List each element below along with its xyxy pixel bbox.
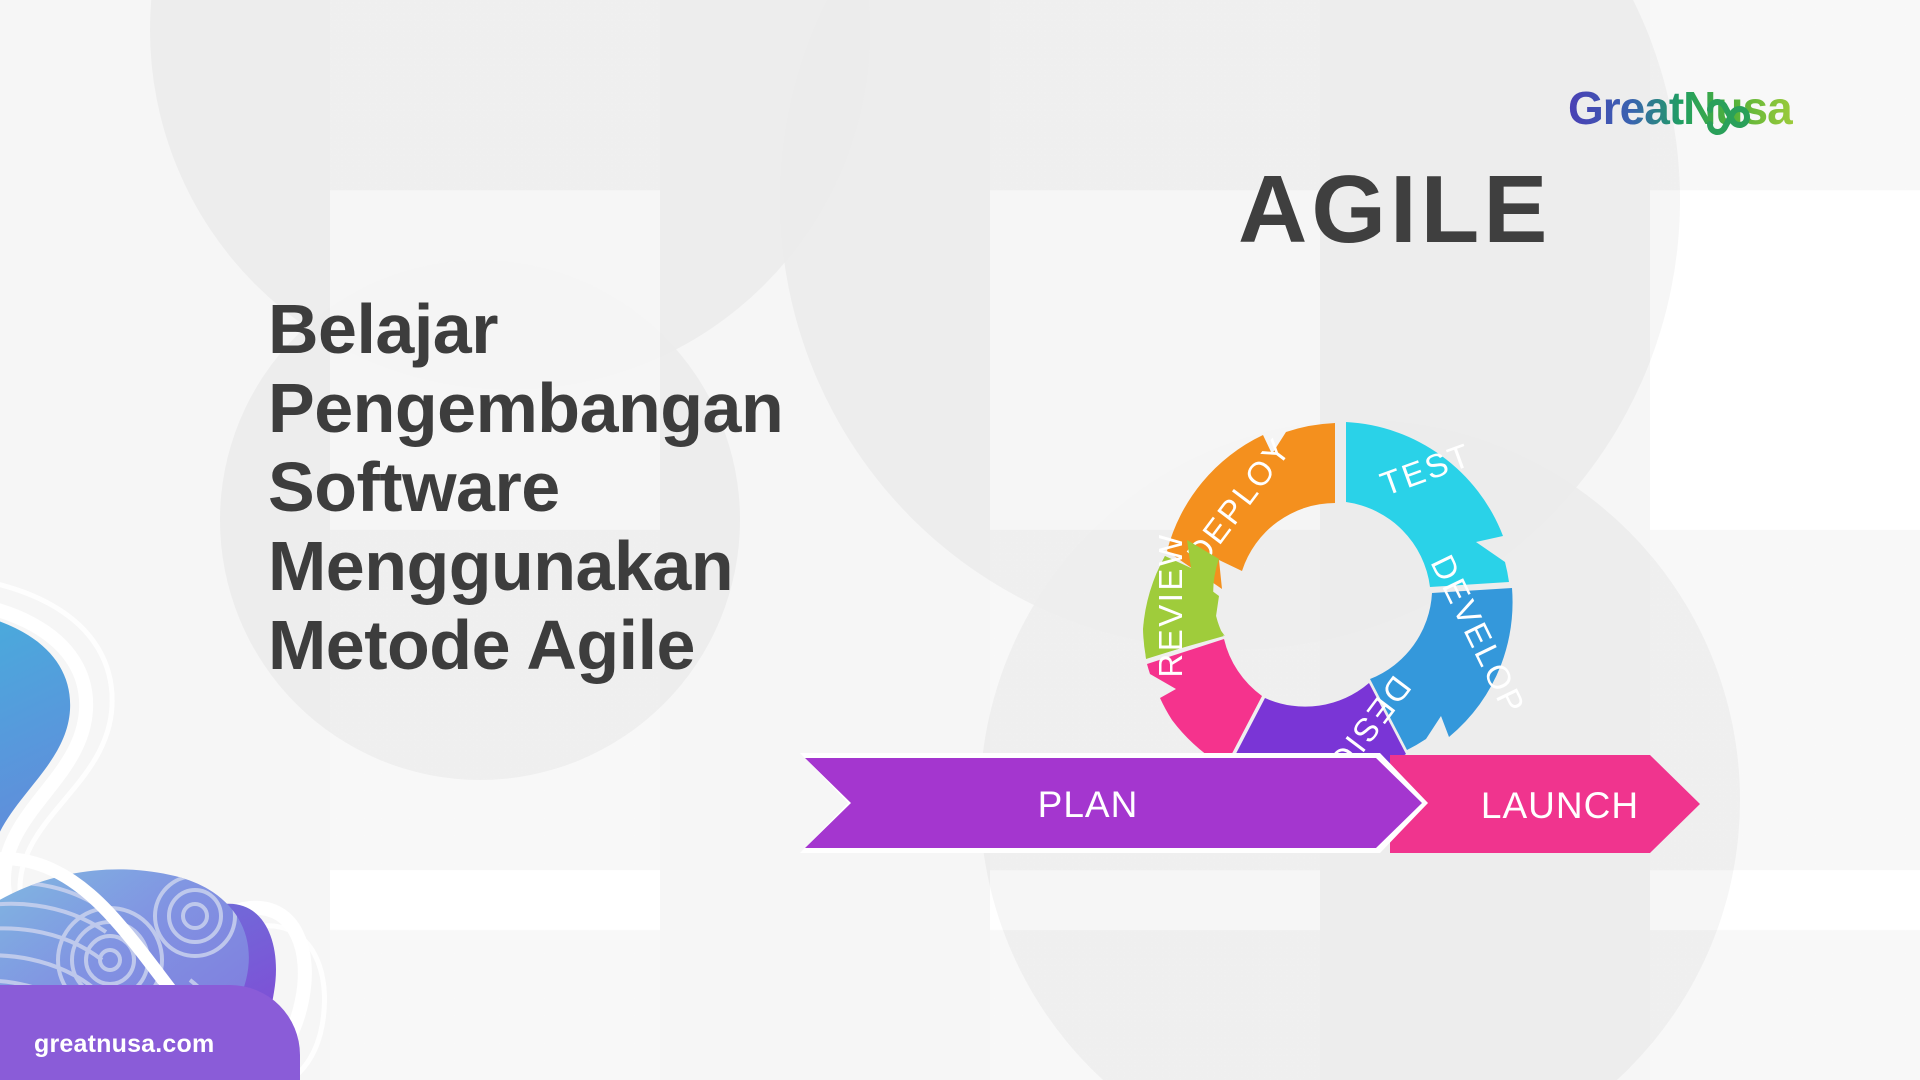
headline-line-5: Metode Agile [268, 606, 696, 685]
cycle-segment-test[interactable]: TEST [1346, 422, 1509, 587]
banner-plan[interactable]: PLAN [800, 753, 1428, 853]
greatnusa-logo-svg: GreatNusa [1568, 82, 1794, 135]
cycle-segment-review[interactable]: REVIEW [1143, 532, 1225, 678]
agile-cycle-diagram: DEPLOY TEST DEVELOP DESIGN [800, 250, 1700, 950]
headline-line-1: Belajar [268, 290, 498, 368]
headline-line-2: Pengembangan [268, 369, 784, 448]
infinity-knot-icon [1707, 99, 1751, 135]
headline-line-3: Software [268, 448, 560, 527]
greatnusa-logo-text: GreatNusa [1568, 82, 1793, 134]
url-pill-background [0, 985, 300, 1080]
agile-heading: AGILE [1238, 156, 1552, 263]
banner-launch-label: LAUNCH [1481, 785, 1639, 826]
cycle-segment-pink[interactable] [1147, 639, 1262, 767]
cycle-segment-review-label: REVIEW [1152, 532, 1189, 677]
banner-launch[interactable]: LAUNCH [1390, 755, 1700, 853]
page-title: Belajar Pengembangan Software Menggunaka… [268, 290, 1028, 685]
website-url[interactable]: greatnusa.com [34, 1030, 215, 1058]
greatnusa-logo[interactable]: GreatNusa [1568, 82, 1868, 138]
headline-line-4: Menggunakan [268, 527, 734, 606]
agile-cycle-svg: DEPLOY TEST DEVELOP DESIGN [800, 422, 1700, 853]
banner-plan-label: PLAN [1038, 784, 1139, 825]
